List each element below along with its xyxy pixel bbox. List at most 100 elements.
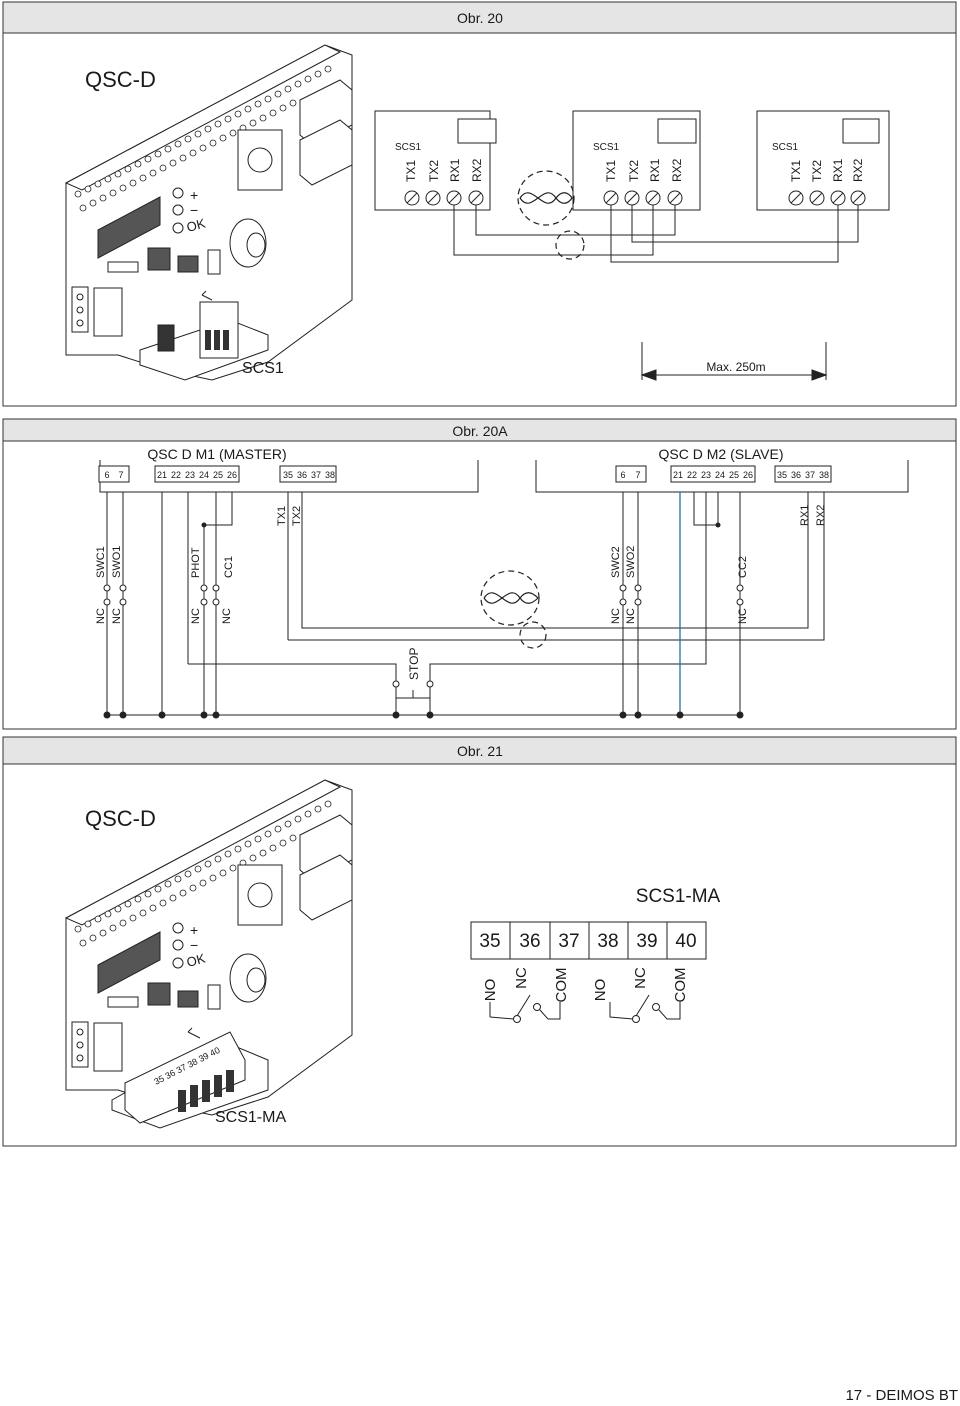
fig20-frame: [2, 32, 957, 407]
master-title: QSC D M1 (MASTER): [147, 446, 286, 462]
fig20a-signal-labels: SWC1 SWO1 PHOT CC1 TX1 TX2 SWC2 SWO2 CC2…: [95, 505, 827, 578]
scs1-ma-terminal-box: [470, 921, 707, 960]
scs1-ma-terminal-numbers: 35 36 37 38 39 40: [479, 931, 696, 952]
svg-text:6: 6: [620, 470, 625, 480]
svg-text:36: 36: [791, 470, 801, 480]
svg-text:24: 24: [715, 470, 725, 480]
svg-text:37: 37: [805, 470, 815, 480]
svg-text:−: −: [190, 202, 198, 218]
figure-20: Obr. 20 QSC-D + − OK SCS1 SCS1 TX1: [2, 1, 957, 407]
svg-text:COM: COM: [672, 968, 689, 1003]
slave-terminal-labels: 6 7 21 22 23 24 25 26 35 36 37 38: [620, 470, 829, 480]
svg-text:26: 26: [743, 470, 753, 480]
svg-text:NC: NC: [95, 608, 107, 624]
scs1-plugin-module: [139, 290, 269, 381]
stop-button-symbol: [392, 680, 434, 699]
term-rx1: RX1: [648, 158, 662, 182]
scs1-ma-plugin-module: 35 36 37 38 39 40: [111, 1027, 269, 1129]
term-tx1: TX1: [604, 160, 618, 182]
svg-text:+: +: [190, 187, 198, 203]
page-footer: 17 - DEIMOS BT: [845, 1387, 958, 1404]
svg-text:SWO2: SWO2: [625, 546, 637, 578]
svg-text:35: 35: [283, 470, 293, 480]
svg-text:NO: NO: [592, 979, 609, 1002]
master-terminal-labels: 6 7 21 22 23 24 25 26 35 36 37 38: [104, 470, 335, 480]
fig20-board-label: QSC-D: [85, 67, 156, 92]
svg-text:NC: NC: [632, 967, 649, 989]
svg-text:COM: COM: [553, 968, 570, 1003]
fig21-frame: [2, 763, 957, 1147]
distance-arrow: [640, 342, 828, 381]
svg-text:25: 25: [213, 470, 223, 480]
svg-text:38: 38: [819, 470, 829, 480]
term-tx2: TX2: [810, 160, 824, 182]
svg-text:SWC1: SWC1: [95, 546, 107, 578]
svg-text:PHOT: PHOT: [190, 547, 202, 578]
svg-text:35: 35: [479, 931, 500, 952]
svg-text:6: 6: [104, 470, 109, 480]
svg-text:TX2: TX2: [291, 506, 303, 526]
term-tx1: TX1: [789, 160, 803, 182]
svg-text:NC: NC: [513, 967, 530, 989]
term-tx2: TX2: [427, 160, 441, 182]
slave-terminal-blocks: [615, 465, 832, 483]
svg-text:RX2: RX2: [815, 505, 827, 526]
svg-text:23: 23: [185, 470, 195, 480]
scs1-unit-3: SCS1 TX1 TX2 RX1 RX2: [756, 110, 890, 211]
scs1-unit-1-name: SCS1: [395, 142, 422, 153]
fig20-module-label: SCS1: [242, 360, 284, 377]
slave-bracket: [535, 460, 909, 493]
figure-20a: Obr. 20A QSC D M1 (MASTER) QSC D M2 (SLA…: [2, 418, 957, 730]
svg-text:NC: NC: [737, 608, 749, 624]
svg-text:TX1: TX1: [276, 506, 288, 526]
svg-text:7: 7: [635, 470, 640, 480]
svg-text:OK: OK: [185, 950, 207, 969]
svg-text:NC: NC: [221, 608, 233, 624]
svg-text:CC2: CC2: [737, 556, 749, 578]
svg-text:−: −: [190, 937, 198, 953]
svg-text:24: 24: [199, 470, 209, 480]
svg-text:36: 36: [519, 931, 540, 952]
twisted-pair-icon: [517, 170, 585, 260]
svg-text:7: 7: [118, 470, 123, 480]
scs1-unit-2-name: SCS1: [593, 142, 620, 153]
term-rx2: RX2: [851, 158, 865, 182]
svg-text:NO: NO: [482, 979, 499, 1002]
svg-text:OK: OK: [185, 215, 207, 234]
fig20a-frame: [2, 440, 957, 730]
svg-text:37: 37: [558, 931, 579, 952]
svg-text:38: 38: [597, 931, 618, 952]
twisted-pair-icon: [480, 570, 547, 649]
svg-text:SWO1: SWO1: [111, 546, 123, 578]
fig20-title: Obr. 20: [457, 10, 503, 26]
svg-text:36: 36: [297, 470, 307, 480]
svg-text:35: 35: [777, 470, 787, 480]
fig20a-nc-labels: NC NC NC NC NC NC NC: [95, 608, 749, 624]
scs1-unit-2: SCS1 TX1 TX2 RX1 RX2: [572, 110, 701, 211]
svg-text:22: 22: [687, 470, 697, 480]
svg-text:23: 23: [701, 470, 711, 480]
svg-text:+: +: [190, 922, 198, 938]
svg-text:38: 38: [325, 470, 335, 480]
svg-text:SWC2: SWC2: [610, 546, 622, 578]
svg-text:40: 40: [675, 931, 696, 952]
svg-text:21: 21: [157, 470, 167, 480]
svg-text:25: 25: [729, 470, 739, 480]
term-rx2: RX2: [670, 158, 684, 182]
scs1-unit-3-name: SCS1: [772, 142, 799, 153]
figure-21: Obr. 21 QSC-D + − OK 35 36 37 38 39 40 S…: [2, 736, 957, 1147]
svg-text:21: 21: [673, 470, 683, 480]
svg-text:22: 22: [171, 470, 181, 480]
fig20-button-labels: + − OK: [185, 187, 207, 235]
scs1-ma-contact-labels: NO NC COM NO NC COM: [482, 967, 689, 1002]
term-tx1: TX1: [404, 160, 418, 182]
distance-label: Max. 250m: [706, 360, 765, 374]
svg-text:NC: NC: [625, 608, 637, 624]
svg-text:NC: NC: [190, 608, 202, 624]
master-terminal-blocks: [98, 465, 337, 483]
term-rx1: RX1: [448, 158, 462, 182]
fig21-button-labels: + − OK: [185, 922, 207, 970]
fig20a-title: Obr. 20A: [452, 423, 508, 439]
term-rx2: RX2: [470, 158, 484, 182]
